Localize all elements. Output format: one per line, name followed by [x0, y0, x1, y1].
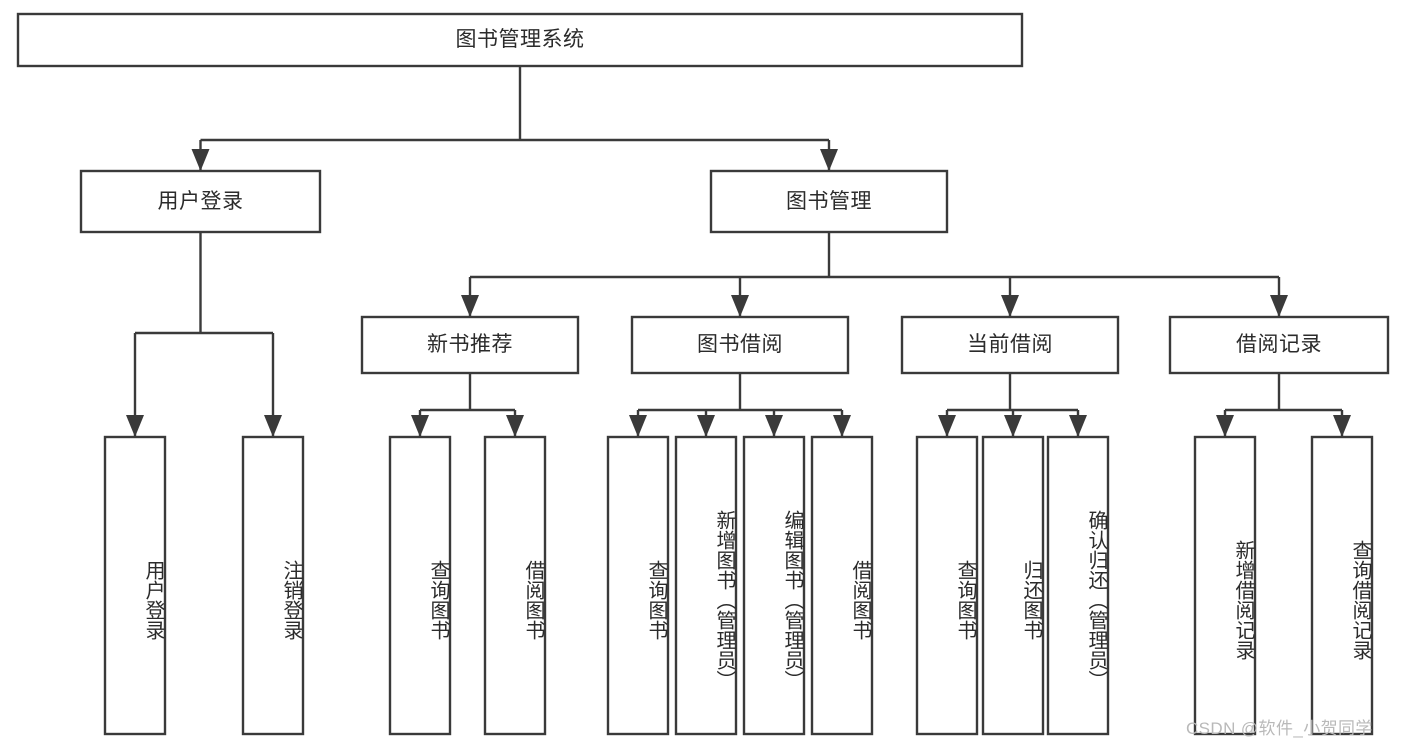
leaf-node-box [606, 435, 670, 736]
arrow-head-icon [1333, 415, 1351, 437]
title-node-box [16, 12, 1024, 68]
csdn-watermark: CSDN @软件_小贺同学 [1186, 719, 1373, 738]
arrow-head-icon [411, 415, 429, 437]
level3-node-box [360, 315, 580, 375]
leaf-node-box [981, 435, 1045, 736]
leaf-node-box [1046, 435, 1110, 736]
level2-node-box [709, 169, 949, 234]
arrow-head-icon [731, 295, 749, 317]
level3-node-box [1168, 315, 1390, 375]
leaf-node-box [1193, 435, 1257, 736]
arrow-head-icon [765, 415, 783, 437]
arrow-head-icon [833, 415, 851, 437]
arrow-head-icon [1001, 295, 1019, 317]
arrow-head-icon [938, 415, 956, 437]
leaf-node-box [742, 435, 806, 736]
arrow-head-icon [1270, 295, 1288, 317]
leaf-node-box [674, 435, 738, 736]
arrow-head-icon [506, 415, 524, 437]
arrow-head-icon [264, 415, 282, 437]
arrow-head-icon [697, 415, 715, 437]
arrow-head-icon [126, 415, 144, 437]
arrow-head-icon [1069, 415, 1087, 437]
arrow-head-icon [820, 149, 838, 171]
leaf-node-box [810, 435, 874, 736]
level3-node-box [900, 315, 1120, 375]
leaf-node-box [483, 435, 547, 736]
leaf-node-box [915, 435, 979, 736]
arrow-head-icon [1004, 415, 1022, 437]
arrow-head-icon [191, 149, 210, 171]
leaf-node-box [388, 435, 452, 736]
leaf-node-box [103, 435, 167, 736]
arrow-head-icon [629, 415, 647, 437]
level3-node-box [630, 315, 850, 375]
leaf-node-box [241, 435, 305, 736]
arrow-head-icon [1216, 415, 1234, 437]
level2-node-box [79, 169, 322, 234]
leaf-node-box [1310, 435, 1374, 736]
arrow-head-icon [461, 295, 479, 317]
